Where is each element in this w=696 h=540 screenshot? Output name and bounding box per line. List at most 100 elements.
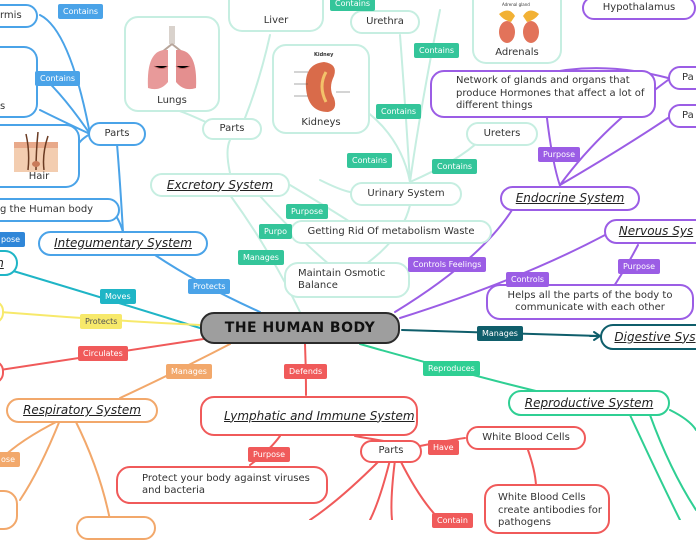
kidneys-image-node[interactable]: Kidney Kidneys	[272, 44, 370, 134]
liver-image-node[interactable]: Liver	[228, 0, 324, 32]
skin-partial-caption: s	[0, 101, 6, 112]
wbc-antibodies-label: White Blood Cells create antibodies for …	[498, 492, 602, 528]
endocrine-purpose-partial-node[interactable]: Pa	[668, 104, 696, 128]
hypothalamus-label: Hypothalamus	[602, 1, 676, 13]
protects-label-integumentary[interactable]: Protects	[188, 279, 231, 294]
purpose-label-osmotic[interactable]: Purpo	[259, 224, 293, 239]
nervous-system-node[interactable]: Nervous Sys	[604, 219, 696, 244]
have-label[interactable]: Have	[428, 440, 459, 455]
hair-caption: Hair	[28, 171, 50, 182]
getting-rid-label: Getting Rid Of metabolism Waste	[307, 225, 475, 237]
osmotic-node[interactable]: Maintain Osmotic Balance	[284, 262, 410, 298]
manages-label-excretory[interactable]: Manages	[238, 250, 284, 265]
manages-label-digestive[interactable]: Manages	[477, 326, 523, 341]
controls-feelings-label[interactable]: Controls Feelings	[408, 257, 487, 272]
purpose-label-lymphatic[interactable]: Purpose	[248, 447, 291, 462]
integumentary-system-label: Integumentary System	[54, 236, 192, 250]
excretory-system-node[interactable]: Excretory System	[150, 173, 290, 197]
protects-label-skeletal[interactable]: Protects	[80, 314, 123, 329]
purpose-label-excretory[interactable]: Purpose	[286, 204, 329, 219]
contains-label-urethra[interactable]: Contains	[414, 43, 460, 58]
excretory-parts-node[interactable]: Parts	[202, 118, 262, 140]
adrenal-gland-icon	[499, 10, 539, 43]
purpose-label-endocrine[interactable]: Purpose	[538, 147, 581, 162]
contain-label-partial[interactable]: Contain	[432, 513, 473, 528]
protect-body-label: Protect your body against viruses and ba…	[142, 472, 310, 497]
respiratory-partial-node[interactable]	[0, 490, 18, 530]
adrenals-caption: Adrenals	[495, 47, 539, 58]
reproductive-system-label: Reproductive System	[524, 395, 654, 410]
muscular-system-node[interactable]: n	[0, 250, 18, 276]
endocrine-description-node[interactable]: Network of glands and organs that produc…	[430, 70, 656, 118]
contains-label-liver[interactable]: Contains	[330, 0, 376, 11]
manages-label-respiratory[interactable]: Manages	[166, 364, 212, 379]
integumentary-parts-node[interactable]: Parts	[88, 122, 146, 146]
hair-image-node[interactable]: Hair	[0, 124, 80, 188]
endocrine-system-label: Endocrine System	[515, 191, 625, 205]
endocrine-description-label: Network of glands and organs that produc…	[456, 75, 645, 112]
nervous-description-node[interactable]: Helps all the parts of the body to commu…	[486, 284, 694, 320]
ureters-node[interactable]: Ureters	[466, 122, 538, 146]
skin-image-node[interactable]: s	[0, 46, 38, 118]
integumentary-parts-label: Parts	[104, 127, 130, 139]
hypothalamus-node[interactable]: Hypothalamus	[582, 0, 696, 20]
endocrine-parts-partial-label: Pa	[682, 71, 694, 83]
respiratory-system-node[interactable]: Respiratory System	[6, 398, 158, 423]
adrenal-title: Adrenal gland	[502, 2, 530, 7]
adrenals-image-node[interactable]: Adrenal gland Adrenals	[472, 0, 562, 64]
integumentary-purpose-node[interactable]: g the Human body	[0, 198, 120, 222]
excretory-system-label: Excretory System	[166, 177, 274, 192]
wbc-antibodies-node[interactable]: White Blood Cells create antibodies for …	[484, 484, 610, 534]
reproduces-label[interactable]: Reproduces	[423, 361, 480, 376]
reproductive-system-node[interactable]: Reproductive System	[508, 390, 670, 416]
white-blood-cells-node[interactable]: White Blood Cells	[466, 426, 586, 450]
circulates-label[interactable]: Circulates	[78, 346, 128, 361]
moves-label[interactable]: Moves	[100, 289, 136, 304]
lymphatic-parts-label: Parts	[378, 445, 404, 457]
digestive-system-label: Digestive Sys	[614, 329, 696, 344]
osmotic-label: Maintain Osmotic Balance	[298, 267, 386, 292]
purpose-label-integumentary[interactable]: pose	[0, 232, 26, 247]
central-topic[interactable]: THE HUMAN BODY	[200, 312, 400, 344]
muscular-system-partial-label: n	[0, 256, 4, 271]
kidney-icon	[294, 62, 350, 112]
lungs-caption: Lungs	[157, 95, 187, 106]
endocrine-parts-partial-node[interactable]: Pa	[668, 66, 696, 90]
getting-rid-node[interactable]: Getting Rid Of metabolism Waste	[290, 220, 492, 244]
ureters-label: Ureters	[483, 127, 521, 139]
controls-label[interactable]: Controls	[506, 272, 550, 287]
contains-label-skin[interactable]: Contains	[58, 4, 104, 19]
white-blood-cells-label: White Blood Cells	[482, 431, 570, 443]
liver-caption: Liver	[263, 15, 289, 26]
protect-body-node[interactable]: Protect your body against viruses and ba…	[116, 466, 328, 504]
lymphatic-parts-node[interactable]: Parts	[360, 440, 422, 463]
lymphatic-system-label: Lymphatic and Immune System	[224, 408, 415, 423]
lungs-icon	[147, 26, 197, 90]
digestive-system-node[interactable]: Digestive Sys	[600, 324, 696, 350]
contains-label-kidneys[interactable]: Contains	[376, 104, 422, 119]
lungs-image-node[interactable]: Lungs	[124, 16, 220, 112]
nervous-description-label: Helps all the parts of the body to commu…	[507, 289, 673, 314]
nervous-system-label: Nervous Sys	[618, 224, 694, 238]
endocrine-purpose-partial-label: Pa	[682, 109, 694, 121]
urethra-label: Urethra	[366, 15, 404, 27]
hair-skin-icon	[14, 132, 58, 172]
endocrine-system-node[interactable]: Endocrine System	[500, 186, 640, 211]
integumentary-purpose-label: g the Human body	[0, 203, 94, 215]
contains-label-ureters[interactable]: Contains	[432, 159, 478, 174]
kidneys-caption: Kidneys	[301, 117, 341, 128]
lymphatic-system-node[interactable]: Lymphatic and Immune System	[200, 396, 418, 436]
respiratory-system-label: Respiratory System	[23, 403, 141, 417]
integumentary-system-node[interactable]: Integumentary System	[38, 231, 208, 256]
urethra-node[interactable]: Urethra	[350, 10, 420, 34]
urinary-system-node[interactable]: Urinary System	[350, 182, 462, 206]
dermis-partial-label: rmis	[0, 9, 22, 21]
urinary-system-label: Urinary System	[367, 187, 445, 199]
defends-label[interactable]: Defends	[284, 364, 328, 379]
purpose-label-nervous[interactable]: Purpose	[618, 259, 661, 274]
dermis-node[interactable]: rmis	[0, 4, 38, 28]
contains-label-hair[interactable]: Contains	[35, 71, 81, 86]
purpose-label-respiratory[interactable]: ose	[0, 452, 20, 467]
excretory-parts-label: Parts	[219, 122, 245, 134]
contains-label-lungs[interactable]: Contains	[347, 153, 393, 168]
